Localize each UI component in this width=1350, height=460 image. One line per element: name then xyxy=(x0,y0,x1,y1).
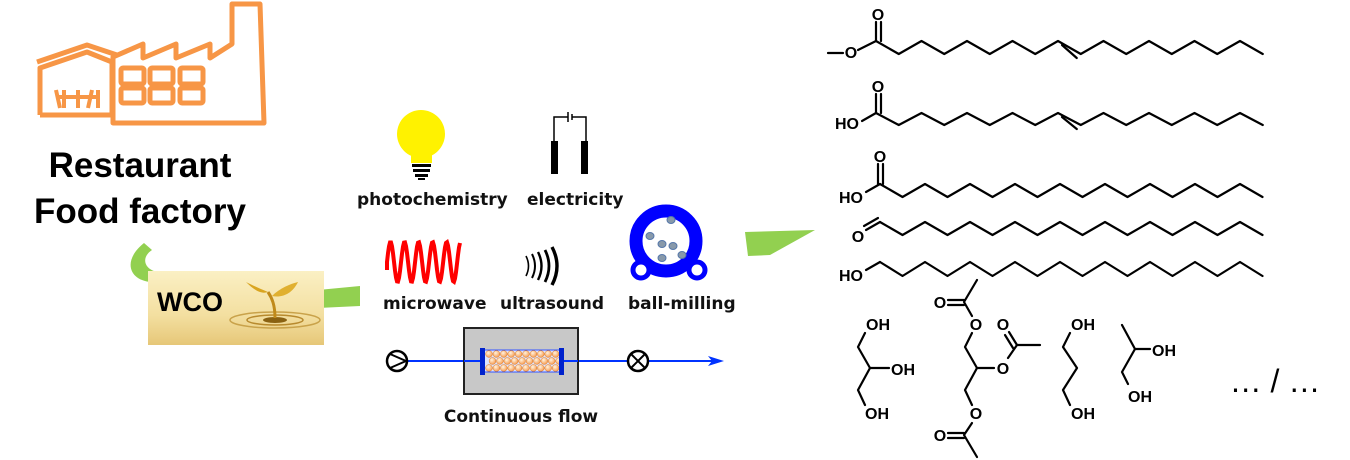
valve-icon xyxy=(626,349,650,373)
methyl-oleate-chain xyxy=(874,39,1264,56)
packing-bead xyxy=(503,357,511,365)
bond xyxy=(864,220,882,232)
flow-reactor-icon xyxy=(385,327,724,395)
method-label-ultrasound: ultrasound xyxy=(500,294,604,314)
packing-bead xyxy=(537,350,545,358)
packing-bead xyxy=(492,350,501,358)
method-label-electricity: electricity xyxy=(527,190,623,210)
packing-bead xyxy=(540,357,548,365)
atom-label: O xyxy=(997,317,1009,334)
atom-label: OH xyxy=(866,317,890,334)
bond xyxy=(862,216,880,228)
factory-icon xyxy=(36,1,267,126)
packing-bead xyxy=(511,357,519,365)
packing-bead xyxy=(485,350,493,358)
wco-image: WCO xyxy=(148,271,324,345)
packing-bead xyxy=(533,357,541,365)
packing-bead xyxy=(500,364,508,372)
packing-bead xyxy=(488,357,497,365)
more-products-ellipsis: … / … xyxy=(1230,363,1321,399)
packing-bead xyxy=(518,357,526,365)
light-bulb-icon xyxy=(397,110,445,180)
packing-bead xyxy=(529,350,538,358)
packing-bead xyxy=(551,364,560,372)
atom-label: O xyxy=(845,45,857,62)
cycle-arrow-band xyxy=(318,286,360,308)
ball-mill-icon xyxy=(629,204,708,281)
bond xyxy=(864,182,882,194)
atom-label: O xyxy=(934,295,946,312)
packing-bead xyxy=(500,350,508,358)
atom-label: O xyxy=(872,79,884,96)
bond xyxy=(1120,347,1137,386)
propanediol-bonds xyxy=(1061,331,1079,407)
microwave-wave-icon xyxy=(385,238,462,286)
bond xyxy=(860,111,878,123)
packing-bead xyxy=(529,364,538,372)
atom-label: OH xyxy=(865,406,889,423)
packing-bead xyxy=(514,364,523,372)
triacetin-bonds xyxy=(962,278,979,318)
bond xyxy=(856,39,878,52)
packing-bead xyxy=(551,350,560,358)
packing-bead xyxy=(544,364,552,372)
bond xyxy=(1003,333,1015,350)
atom-label: OH xyxy=(1071,317,1095,334)
packing-bead xyxy=(514,350,523,358)
source-title-line2: Food factory xyxy=(34,192,246,231)
stearyl-alcohol-chain xyxy=(878,260,1264,278)
bond xyxy=(1007,330,1019,347)
atom-label: HO xyxy=(835,116,859,133)
wco-label: WCO xyxy=(157,287,223,317)
bond xyxy=(963,366,979,407)
atom-label: O xyxy=(852,229,864,246)
method-label-ball-milling: ball-milling xyxy=(628,294,736,314)
atom-label: HO xyxy=(839,190,863,207)
double-bond xyxy=(1060,43,1078,60)
atom-label: O xyxy=(970,317,982,334)
packing-bead xyxy=(525,357,534,365)
ultrasound-icon xyxy=(525,246,559,286)
bond xyxy=(962,421,979,459)
packing-bead xyxy=(537,364,545,372)
atom-label: HO xyxy=(839,268,863,285)
packing-bead xyxy=(522,350,530,358)
method-label-continuous-flow: Continuous flow xyxy=(444,407,599,427)
atom-label: O xyxy=(874,149,886,166)
method-label-microwave: microwave xyxy=(383,294,486,314)
pump-icon xyxy=(385,349,409,373)
atom-label: O xyxy=(934,428,946,445)
stearic-acid-chain xyxy=(878,182,1264,199)
packing-bead xyxy=(496,357,504,365)
packing-bead xyxy=(492,364,501,372)
packing-bead xyxy=(548,357,556,365)
atom-label: O xyxy=(997,361,1009,378)
bond xyxy=(963,331,996,370)
atom-label: OH xyxy=(1071,406,1095,423)
atom-label: O xyxy=(872,7,884,24)
method-label-photochemistry: photochemistry xyxy=(357,190,508,210)
atom-label: OH xyxy=(1128,389,1152,406)
packing-bead xyxy=(507,350,515,358)
electrodes-icon xyxy=(551,112,588,174)
atom-label: OH xyxy=(1152,343,1176,360)
source-title-line1: Restaurant xyxy=(49,146,232,185)
atom-label: OH xyxy=(891,362,915,379)
oleic-acid-chain xyxy=(874,111,1264,127)
bond xyxy=(864,260,882,272)
atom-label: O xyxy=(970,406,982,423)
packing-bead xyxy=(544,350,552,358)
packing-bead xyxy=(522,364,530,372)
glycerol-bonds xyxy=(856,331,872,407)
packing-bead xyxy=(485,364,493,372)
product-arrow xyxy=(745,230,815,256)
packing-bead xyxy=(507,364,515,372)
propylene-glycol-bonds xyxy=(1120,323,1152,351)
stearaldehyde-chain xyxy=(878,220,1264,237)
double-bond xyxy=(1060,115,1078,131)
